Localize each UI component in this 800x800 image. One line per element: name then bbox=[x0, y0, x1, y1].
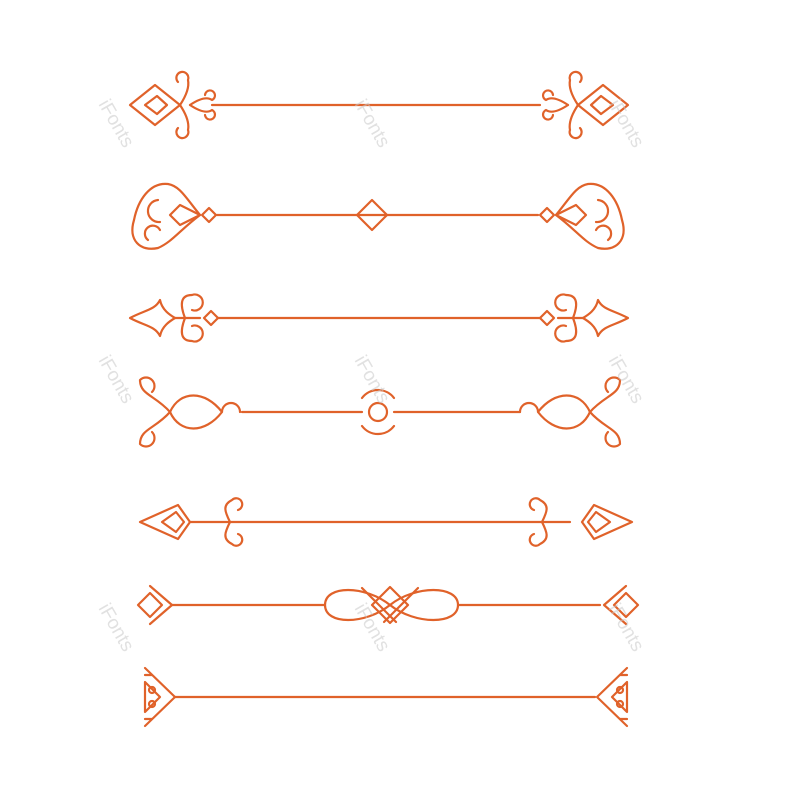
diamond-curl-divider bbox=[138, 497, 634, 547]
tribal-triangle-divider bbox=[143, 666, 629, 728]
heart-diamond-divider bbox=[131, 182, 625, 250]
fleur-scroll-divider bbox=[128, 293, 630, 343]
spade-arrow-divider bbox=[128, 70, 630, 140]
infinity-circle-divider bbox=[138, 376, 622, 448]
infinity-cross-divider bbox=[136, 584, 640, 626]
